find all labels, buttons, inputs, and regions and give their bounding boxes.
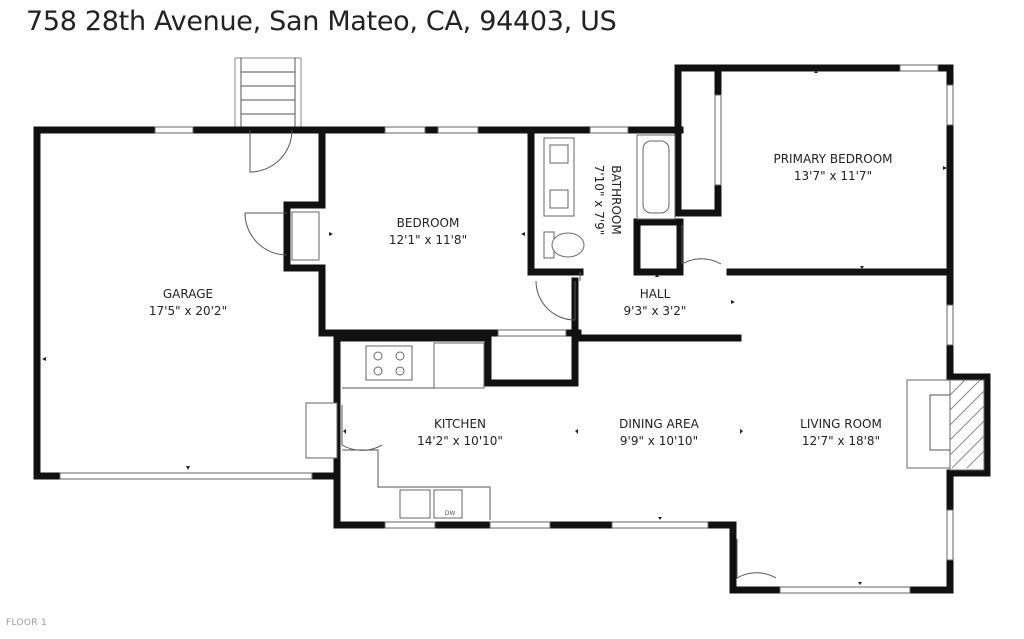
room-hall: HALL 9'3" x 3'2"	[624, 287, 687, 318]
room-name: BEDROOM	[397, 216, 460, 230]
room-dining-area: DINING AREA 9'9" x 10'10"	[619, 417, 700, 448]
room-dims: 9'9" x 10'10"	[620, 434, 698, 448]
room-dims: 13'7" x 11'7"	[794, 169, 872, 183]
front-steps	[234, 57, 302, 131]
floor-label: FLOOR 1	[6, 618, 47, 628]
dishwasher-label: DW	[445, 510, 456, 517]
room-name: GARAGE	[163, 287, 213, 301]
room-dims: 7'10" x 7'9"	[592, 165, 606, 236]
doors	[244, 129, 777, 579]
room-name: KITCHEN	[434, 417, 486, 431]
dimension-ticks	[42, 70, 947, 585]
windows	[59, 64, 954, 594]
walls	[33, 64, 991, 594]
room-dims: 17'5" x 20'2"	[149, 304, 227, 318]
room-dims: 9'3" x 3'2"	[624, 304, 687, 318]
room-name: DINING AREA	[619, 417, 700, 431]
room-name: PRIMARY BEDROOM	[773, 152, 892, 166]
room-dims: 14'2" x 10'10"	[417, 434, 503, 448]
room-name: LIVING ROOM	[800, 417, 882, 431]
room-garage: GARAGE 17'5" x 20'2"	[149, 287, 227, 318]
room-kitchen: KITCHEN 14'2" x 10'10"	[417, 417, 503, 448]
room-primary-bedroom: PRIMARY BEDROOM 13'7" x 11'7"	[773, 152, 892, 183]
room-dims: 12'1" x 11'8"	[389, 233, 467, 247]
room-bedroom: BEDROOM 12'1" x 11'8"	[389, 216, 467, 247]
room-bathroom: BATHROOM 7'10" x 7'9"	[592, 165, 623, 236]
room-dims: 12'7" x 18'8"	[802, 434, 880, 448]
room-living-room: LIVING ROOM 12'7" x 18'8"	[800, 417, 882, 448]
fixtures	[342, 134, 985, 520]
room-name: BATHROOM	[609, 165, 623, 234]
room-name: HALL	[640, 287, 671, 301]
address-title: 758 28th Avenue, San Mateo, CA, 94403, U…	[26, 6, 617, 37]
